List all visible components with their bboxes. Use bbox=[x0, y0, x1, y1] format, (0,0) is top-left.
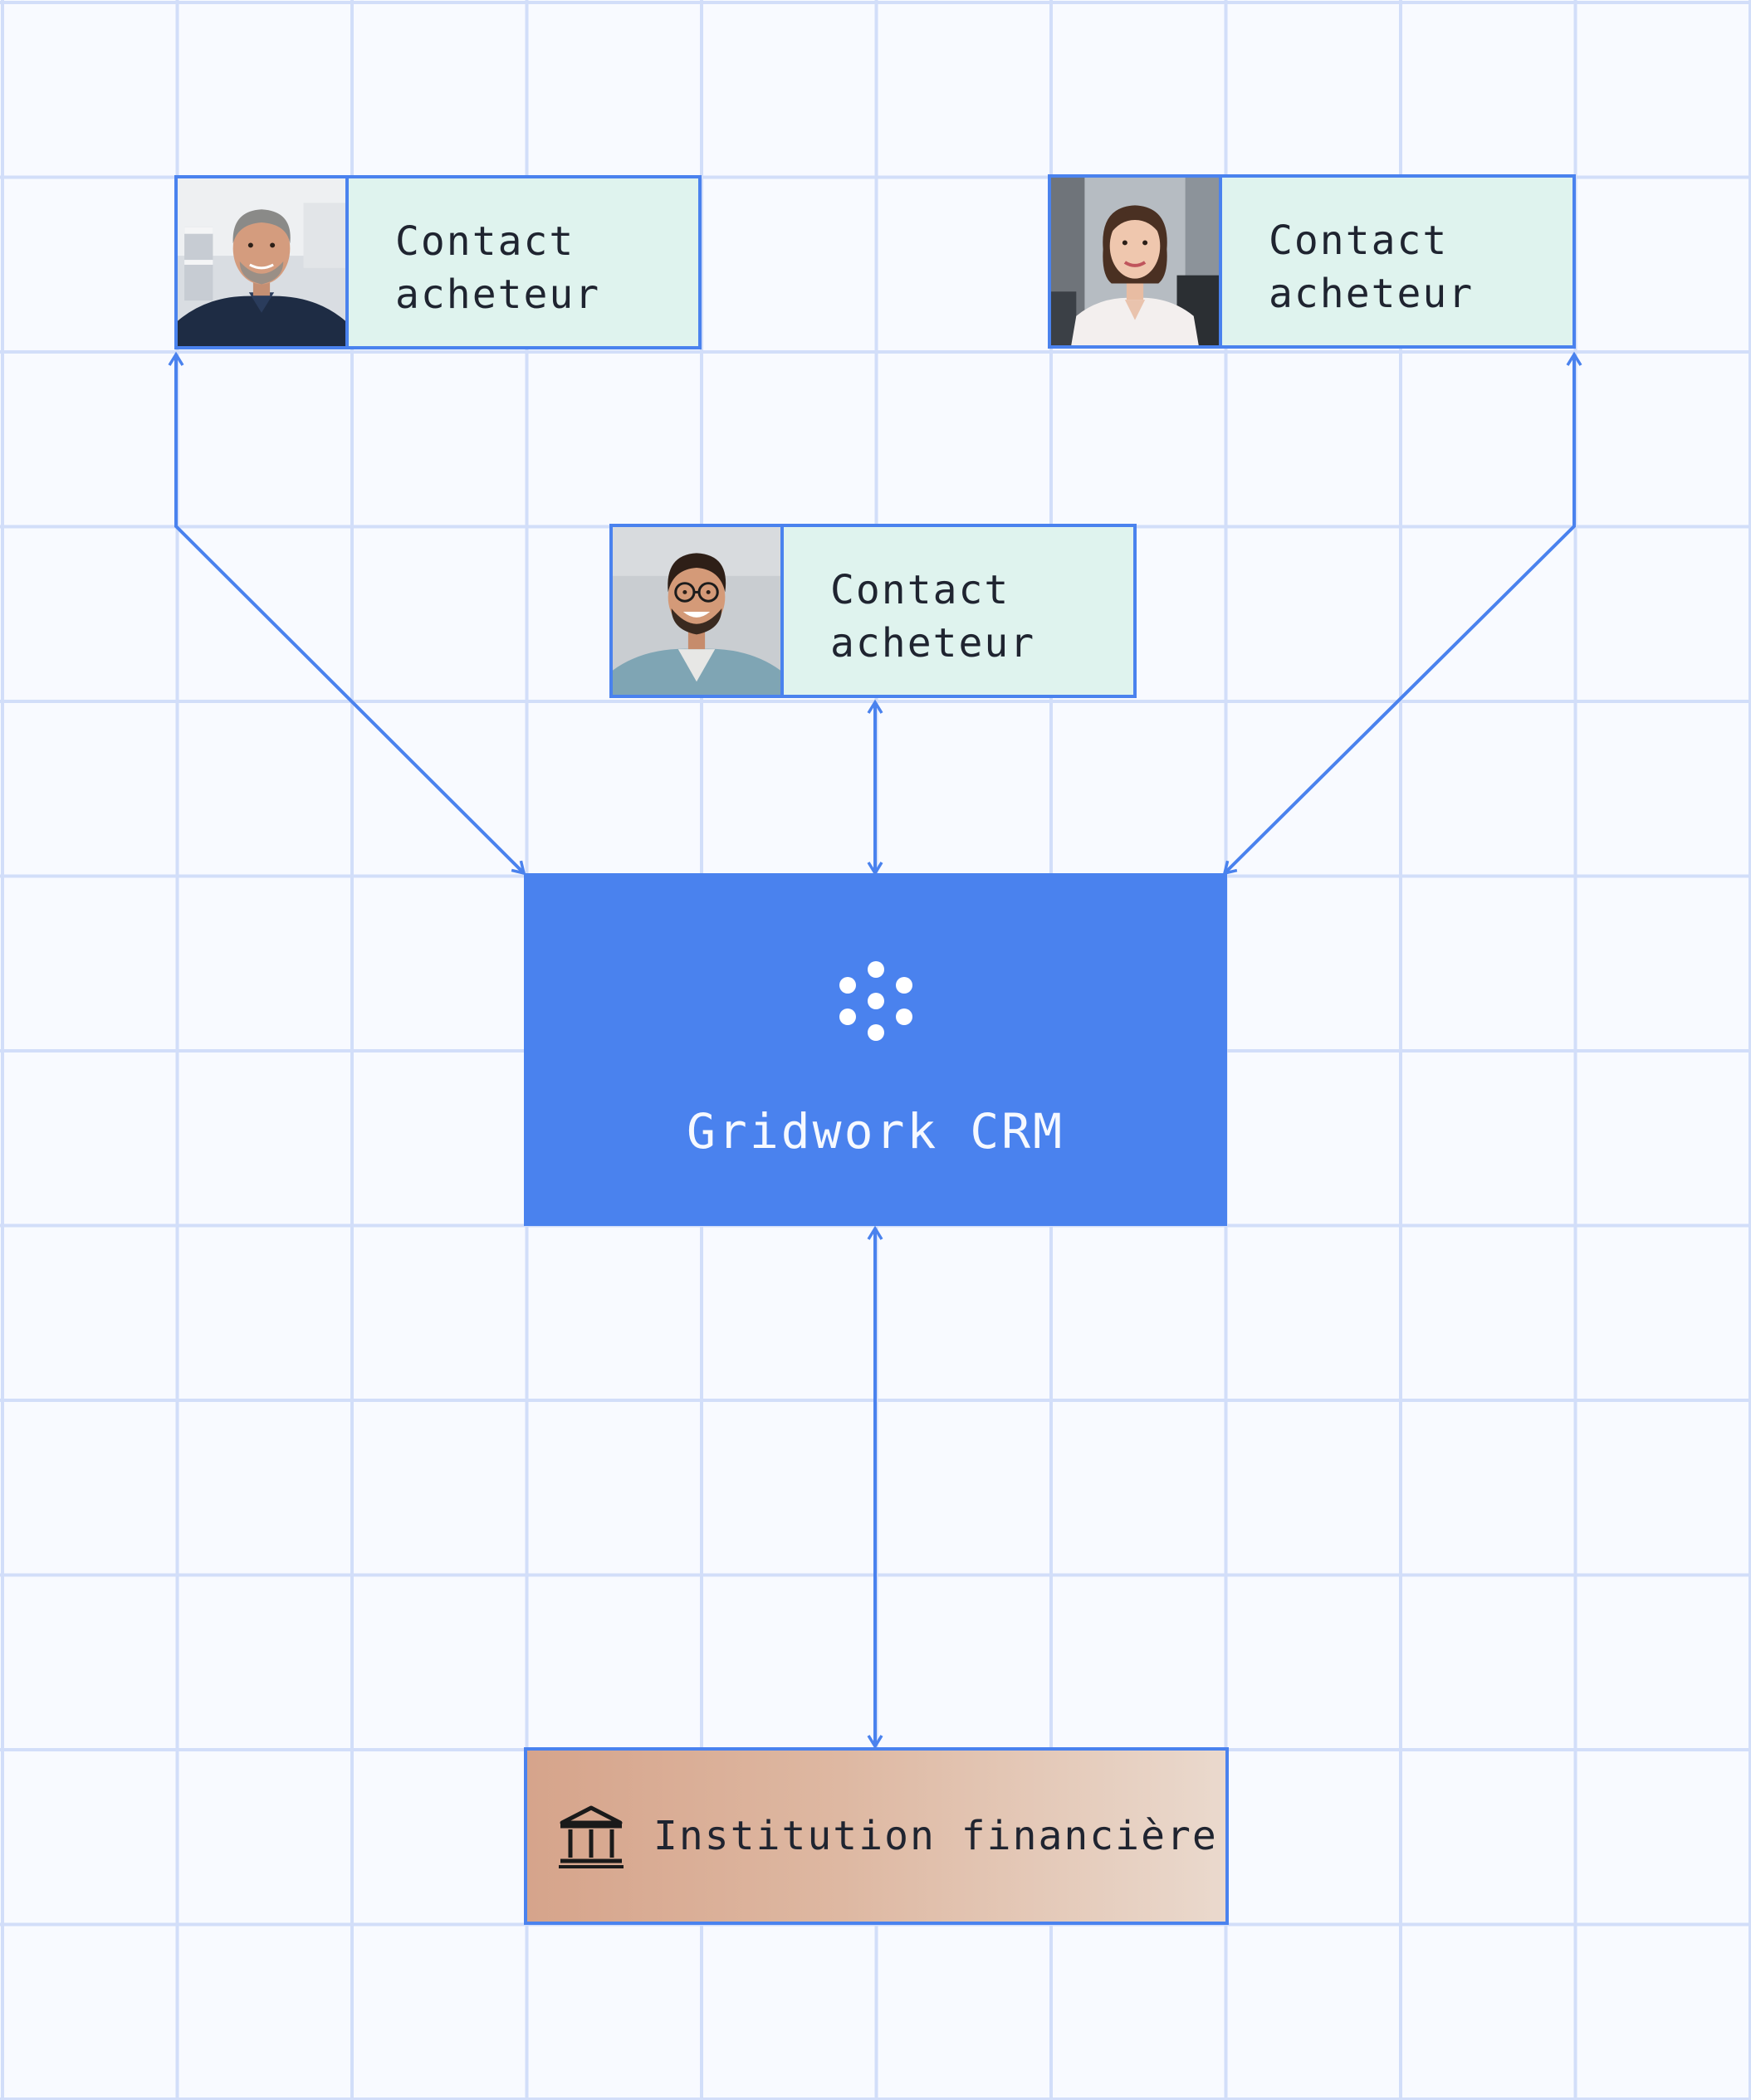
crm-title: Gridwork CRM bbox=[524, 1102, 1227, 1160]
crm-node[interactable]: Gridwork CRM bbox=[524, 873, 1227, 1226]
contact-label: Contact acheteur bbox=[1222, 178, 1474, 345]
person-photo-man-glasses bbox=[613, 527, 784, 695]
person-photo-woman bbox=[1051, 178, 1222, 345]
contact-card-right[interactable]: Contact acheteur bbox=[1048, 174, 1576, 349]
contact-card-center[interactable]: Contact acheteur bbox=[609, 524, 1137, 698]
contact-label: Contact acheteur bbox=[349, 178, 600, 346]
bank-building-icon bbox=[557, 1803, 625, 1869]
bank-label: Institution financière bbox=[653, 1813, 1218, 1859]
contact-label: Contact acheteur bbox=[784, 527, 1035, 695]
connector-left-contact-to-crm bbox=[176, 354, 524, 873]
person-photo-man-gray-hair bbox=[178, 178, 349, 346]
gridwork-dots-logo-icon bbox=[830, 955, 922, 1046]
connector-right-contact-to-crm bbox=[1225, 354, 1574, 873]
contact-card-left[interactable]: Contact acheteur bbox=[174, 175, 702, 349]
bank-node[interactable]: Institution financière bbox=[524, 1747, 1229, 1925]
